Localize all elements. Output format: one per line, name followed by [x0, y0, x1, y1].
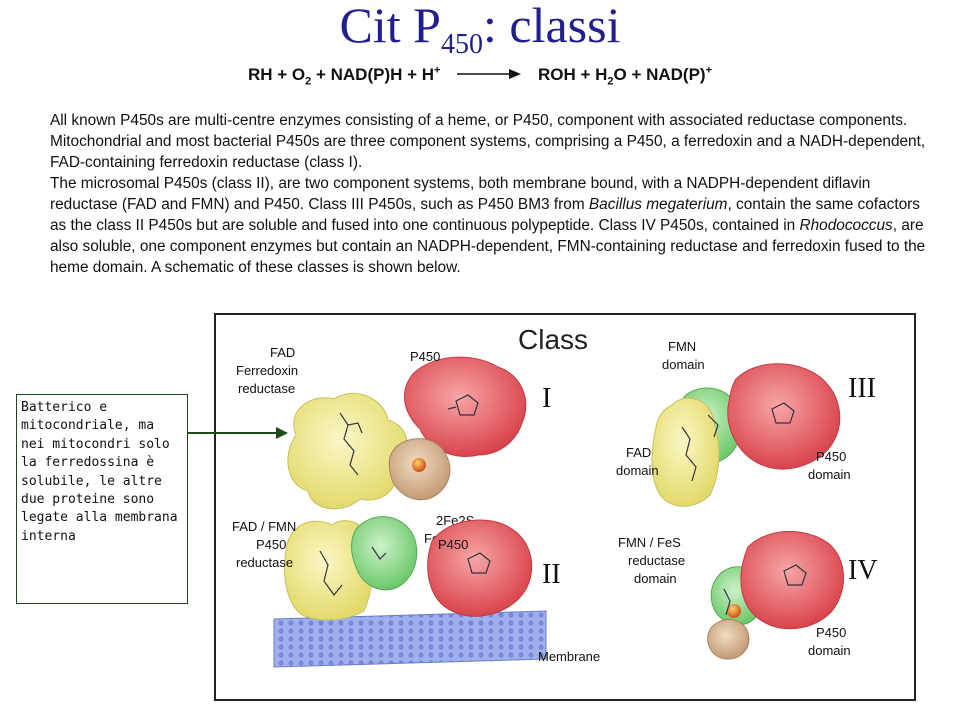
membrane-shape [273, 610, 547, 668]
reaction-equation: RH + O2 + NAD(P)H + H+ ROH + H2O + NAD(P… [0, 64, 960, 87]
class-iv-cofactor-icon [723, 564, 807, 616]
figure-heading: Class [518, 324, 588, 355]
class-ii-cofactor-icon [319, 546, 491, 596]
paragraph-2-a: The microsomal P450s (class II), are two… [50, 175, 871, 213]
class-ii-numeral: II [542, 559, 561, 590]
class-i-iron-sulfur-icon [412, 458, 426, 472]
class-ii-fmn-shape [351, 516, 418, 591]
class-i-note-box: Batterico e mitocondriale, ma nei mitoco… [16, 394, 188, 604]
class-iii-fad-shape [651, 397, 720, 507]
reaction-arrow-icon [457, 65, 522, 85]
class-i-heme-cofactor-icon [447, 394, 479, 416]
class-iii-numeral: III [848, 373, 876, 404]
class-i-numeral: I [542, 383, 551, 414]
title-rest: : classi [482, 0, 621, 53]
paragraph-2-b: , contain the same cofactors as the clas… [50, 196, 920, 234]
note-arrow-icon [188, 427, 288, 439]
species-bacillus: Bacillus megaterium [588, 196, 728, 213]
class-iv-heme-shape [740, 531, 844, 630]
eq-left-4: + [434, 64, 441, 76]
class-i-fad-cofactor-icon [339, 412, 363, 476]
description-text: All known P450s are multi-centre enzymes… [50, 110, 930, 278]
class-iv-numeral: IV [848, 555, 878, 586]
class-iv-iron-sulfur-icon [727, 604, 741, 618]
class-i-p450-label: P450 [410, 349, 440, 364]
class-iii-cofactor-icon [681, 402, 795, 482]
species-rhodococcus: Rhodococcus [799, 217, 893, 234]
class-iii-heme-shape [727, 363, 841, 470]
eq-right-1: ROH + H [537, 64, 608, 84]
class-ii-heme-shape [427, 519, 533, 617]
class-ii-p450-label: P450 [438, 537, 468, 552]
paragraph-2: The microsomal P450s (class II), are two… [50, 173, 930, 278]
equation-products: ROH + H2O + NAD(P)+ [537, 64, 713, 88]
eq-right-4: + [705, 64, 713, 76]
paragraph-2-c: , are also soluble, one component enzyme… [50, 217, 926, 276]
paragraph-1: All known P450s are multi-centre enzymes… [50, 112, 926, 171]
title-subscript: 450 [440, 29, 483, 60]
slide-title: Cit P450: classi [0, 0, 960, 61]
equation-reactants: RH + O2 + NAD(P)H + H+ [247, 64, 441, 88]
eq-right-3: O + NAD(P) [613, 64, 706, 84]
eq-left-2: 2 [305, 75, 312, 88]
eq-left-3: + NAD(P)H + H [311, 64, 435, 84]
eq-left-1: RH + O [247, 64, 306, 84]
title-main: Cit P [339, 0, 441, 53]
eq-right-2: 2 [607, 75, 614, 88]
membrane-label: Membrane [538, 649, 600, 664]
class-i-reductase-shape [287, 393, 408, 510]
class-iv-fes-shape [707, 618, 750, 660]
class-i-heme-shape [403, 356, 527, 457]
